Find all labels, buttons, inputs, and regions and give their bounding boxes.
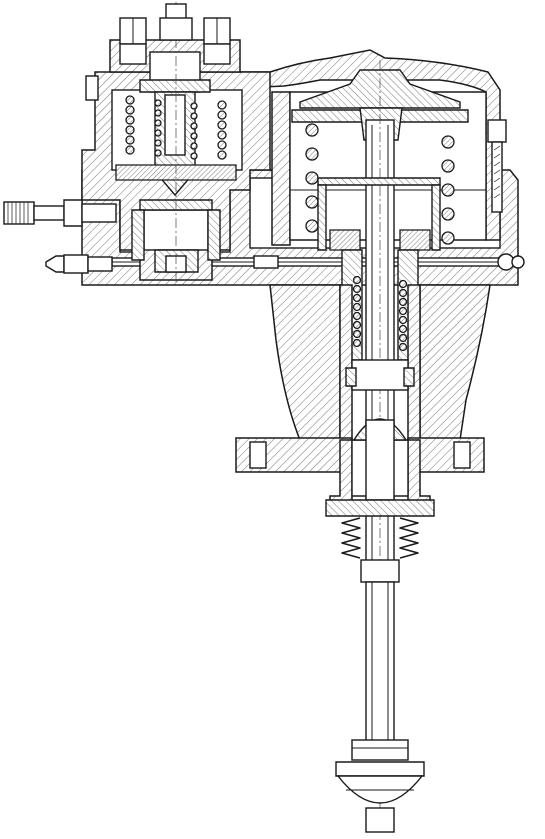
pilot-spring [125, 95, 227, 160]
spring-coil [352, 320, 362, 330]
bellows-convolution [341, 517, 361, 559]
spring-coil [441, 183, 455, 197]
spring-coil [190, 152, 198, 160]
spring-coil [441, 207, 455, 221]
spring-coil [305, 123, 319, 137]
bellows-convolution [399, 517, 419, 559]
inlet-fitting [3, 199, 117, 227]
spring-coil [305, 219, 319, 233]
spring-coil [125, 105, 135, 115]
spring-coil [217, 100, 227, 110]
bellows-seal [341, 517, 419, 559]
spring-coil [441, 159, 455, 173]
stem-extension [360, 559, 400, 751]
spring-coil [352, 311, 362, 321]
spring-coil [154, 99, 162, 107]
spring-coil [125, 115, 135, 125]
mounting-flange [235, 418, 485, 517]
spring-coil [154, 149, 162, 157]
spring-coil [352, 338, 362, 348]
spring-coil [398, 324, 408, 334]
spring-coil [441, 135, 455, 149]
spring-coil [398, 279, 408, 289]
spring-coil [398, 315, 408, 325]
spring-coil [217, 130, 227, 140]
spring-coil [352, 284, 362, 294]
spring-coil [398, 333, 408, 343]
spring-coil [154, 119, 162, 127]
spring-coil [125, 145, 135, 155]
spring-coil [125, 125, 135, 135]
spring-coil [352, 329, 362, 339]
spring-coil [352, 302, 362, 312]
spring-coil [190, 102, 198, 110]
spring-coil [441, 231, 455, 245]
spring-coil [217, 150, 227, 160]
spring-coil [217, 120, 227, 130]
spring-coil [154, 139, 162, 147]
spring-coil [154, 129, 162, 137]
spring-coil [190, 142, 198, 150]
drain-plug [45, 254, 113, 274]
spring-coil [217, 110, 227, 120]
top-nuts [119, 3, 231, 65]
spring-coil [352, 275, 362, 285]
side-bolt [85, 75, 525, 271]
spring-coil [190, 122, 198, 130]
spring-coil [352, 293, 362, 303]
spring-coil [125, 135, 135, 145]
spring-coil [398, 297, 408, 307]
spring-coil [398, 342, 408, 352]
spring-coil [305, 147, 319, 161]
spring-coil [217, 140, 227, 150]
spring-coil [305, 195, 319, 209]
spring-coil [305, 171, 319, 185]
spring-coil [154, 109, 162, 117]
piston-spring [305, 123, 455, 245]
inner-spring [352, 275, 408, 352]
spring-coil [398, 306, 408, 316]
spring-coil [190, 112, 198, 120]
spring-coil [190, 132, 198, 140]
valve-disc [335, 739, 425, 833]
spring-coil [398, 288, 408, 298]
spring-coil [125, 95, 135, 105]
